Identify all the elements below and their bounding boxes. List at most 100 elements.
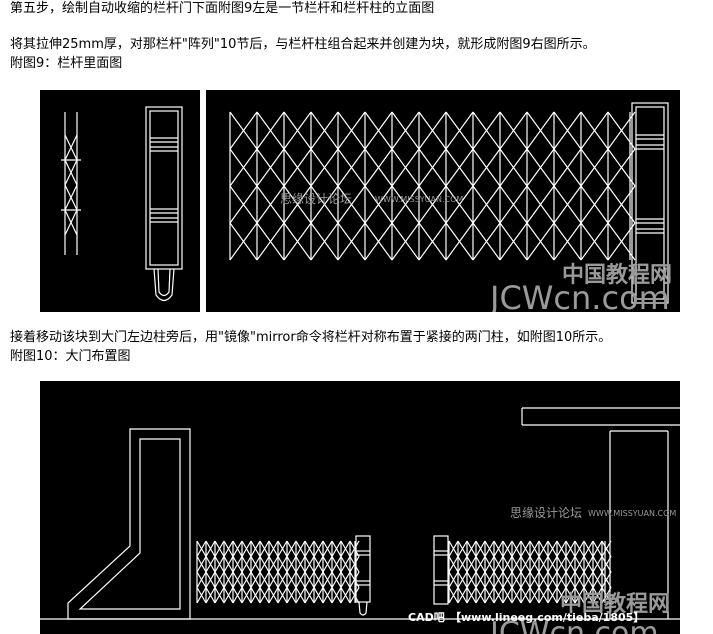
railing-diagonal <box>259 571 270 588</box>
railing-diagonal <box>196 571 207 588</box>
assembled-railing <box>229 111 636 261</box>
railing-diagonal <box>547 587 558 604</box>
railing-diagonal <box>520 587 531 604</box>
railing-diagonal <box>448 556 459 573</box>
railing-diagonal <box>583 587 594 604</box>
railing-diagonal <box>466 556 477 573</box>
railing-diagonal <box>493 540 504 557</box>
railing-diagonal <box>337 222 366 261</box>
railing-diagonal <box>340 587 351 604</box>
figure10-drawing: 思缘设计论坛 WWW.MISSYUAN.COM 中国教程网 CAD吧 【www.… <box>40 381 680 634</box>
railing-diagonal <box>250 540 261 557</box>
railing-diagonal <box>223 587 234 604</box>
railing-diagonal <box>457 540 468 557</box>
railing-diagonal <box>538 587 549 604</box>
railing-diagonal <box>283 222 312 261</box>
railing-diagonal <box>223 556 234 573</box>
railing-diagonal <box>475 556 486 573</box>
railing-diagonal <box>340 571 351 588</box>
railing-diagonal <box>322 571 333 588</box>
railing-diagonal <box>529 587 540 604</box>
step5-detail-text: 将其拉伸25mm厚，对那栏杆"阵列"10节后，与栏杆柱组合起来并创建为块，就形成… <box>10 37 596 52</box>
railing-diagonal <box>331 556 342 573</box>
railing-diagonal <box>466 540 477 557</box>
figure10-caption: 附图10：大门布置图 <box>10 349 131 364</box>
railing-diagonal <box>502 587 513 604</box>
railing-diagonal <box>304 556 315 573</box>
railing-diagonal <box>493 587 504 604</box>
railing-diagonal <box>295 556 306 573</box>
railing-diagonal <box>499 185 528 224</box>
railing-diagonal <box>520 540 531 557</box>
railing-diagonal <box>547 571 558 588</box>
railing-diagonal <box>475 540 486 557</box>
railing-diagonal <box>526 111 555 150</box>
railing-diagonal <box>268 571 279 588</box>
railing-diagonal <box>295 571 306 588</box>
site-cn-watermark-2: 中国教程网 <box>560 591 670 617</box>
railing-diagonal <box>556 540 567 557</box>
railing-diagonal <box>502 540 513 557</box>
railing-diagonal <box>268 556 279 573</box>
railing-diagonal <box>592 587 603 604</box>
railing-diagonal <box>205 556 216 573</box>
railing-diagonal <box>364 148 393 187</box>
railing-diagonal <box>448 540 459 557</box>
single-railing-section <box>61 112 81 255</box>
railing-diagonal <box>268 587 279 604</box>
railing-diagonal <box>223 540 234 557</box>
railing-diagonal <box>601 571 612 588</box>
railing-diagonal <box>391 185 420 224</box>
railing-diagonal <box>196 540 207 557</box>
railing-diagonal <box>565 556 576 573</box>
railing-diagonal <box>547 540 558 557</box>
railing-diagonal <box>214 556 225 573</box>
railing-diagonal <box>565 540 576 557</box>
railing-diagonal <box>574 540 585 557</box>
railing-diagonal <box>592 540 603 557</box>
railing-diagonal <box>337 185 366 224</box>
railing-diagonal <box>256 185 285 224</box>
railing-diagonal <box>364 222 393 261</box>
forum-url-watermark: WWW.MISSYUAN.COM <box>375 195 463 204</box>
site-cn-watermark: 中国教程网 <box>562 262 672 288</box>
railing-diagonal <box>250 571 261 588</box>
railing-diagonal <box>547 556 558 573</box>
railing-diagonal <box>445 148 474 187</box>
railing-diagonal <box>283 111 312 150</box>
railing-diagonal <box>565 587 576 604</box>
railing-diagonal <box>601 556 612 573</box>
railing-diagonal <box>538 571 549 588</box>
railing-post <box>145 106 183 302</box>
railing-diagonal <box>331 587 342 604</box>
railing-diagonal <box>229 148 258 187</box>
railing-diagonal <box>229 185 258 224</box>
railing-diagonal <box>295 540 306 557</box>
railing-diagonal <box>331 540 342 557</box>
railing-diagonal <box>418 111 447 150</box>
railing-diagonal <box>472 111 501 150</box>
railing-diagonal <box>526 222 555 261</box>
railing-diagonal <box>574 556 585 573</box>
railing-diagonal <box>277 571 288 588</box>
figure9-caption: 附图9：栏杆里面图 <box>10 56 123 71</box>
railing-diagonal <box>313 540 324 557</box>
railing-diagonal <box>457 587 468 604</box>
railing-diagonal <box>583 540 594 557</box>
railing-diagonal <box>337 111 366 150</box>
railing-diagonal <box>448 571 459 588</box>
railing-diagonal <box>445 222 474 261</box>
railing-diagonal <box>256 222 285 261</box>
forum-url-watermark-2: WWW.MISSYUAN.COM <box>588 509 676 518</box>
railing-diagonal <box>580 111 609 150</box>
railing-diagonal <box>340 540 351 557</box>
railing-diagonal <box>601 540 612 557</box>
railing-diagonal <box>472 148 501 187</box>
railing-diagonal <box>196 556 207 573</box>
railing-diagonal <box>418 148 447 187</box>
railing-diagonal <box>286 556 297 573</box>
railing-diagonal <box>472 185 501 224</box>
railing-diagonal <box>232 571 243 588</box>
railing-diagonal <box>205 571 216 588</box>
left-gate-pier <box>67 428 191 620</box>
